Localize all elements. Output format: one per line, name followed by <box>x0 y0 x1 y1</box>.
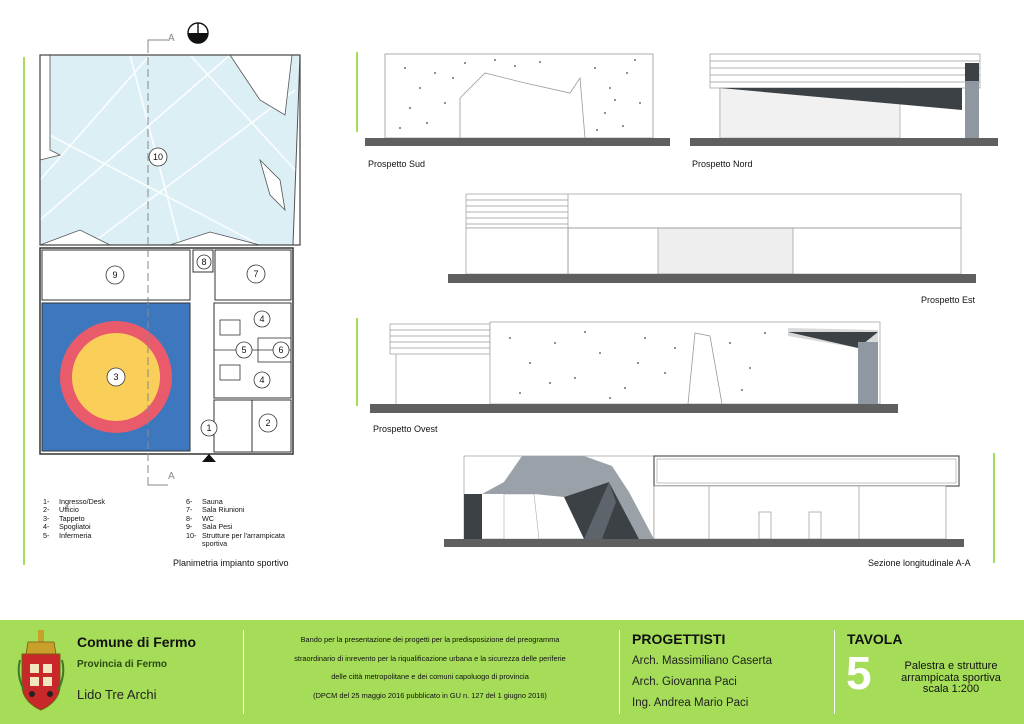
accent-line <box>993 453 995 563</box>
accent-line <box>23 57 25 565</box>
title-block <box>0 620 1024 724</box>
label-prospetto-ovest: Prospetto Ovest <box>373 424 438 434</box>
accent-line <box>356 318 358 406</box>
floor-plan <box>39 22 301 486</box>
room-number-7: 7 <box>253 269 259 279</box>
section-aa <box>444 455 964 547</box>
divider <box>834 630 835 714</box>
bando-text: Bando per la presentazione dei progetti … <box>294 635 566 700</box>
elevation-sud <box>365 53 670 146</box>
label-prospetto-est: Prospetto Est <box>921 295 976 305</box>
room-number-6: 6 <box>278 345 284 355</box>
plan-caption: Planimetria impianto sportivo <box>173 558 289 568</box>
room-number-4b: 4 <box>259 375 265 385</box>
room-number-1: 1 <box>206 423 212 433</box>
legend-left: 1-Ingresso/Desk 2-Ufficio 3-Tappeto 4-Sp… <box>43 497 105 540</box>
room-number-2: 2 <box>265 418 271 428</box>
tavola-title: TAVOLA <box>847 631 903 647</box>
section-marker-bottom: A <box>168 471 175 482</box>
room-number-3: 3 <box>113 372 119 382</box>
provincia-name: Provincia di Fermo <box>77 659 168 670</box>
label-sezione-aa: Sezione longitudinale A-A <box>868 558 971 568</box>
elevation-est <box>448 193 976 283</box>
localita-name: Lido Tre Archi <box>77 687 157 702</box>
elevation-nord <box>690 53 998 146</box>
comune-crest-icon <box>17 630 65 711</box>
room-number-10: 10 <box>152 152 163 162</box>
room-number-5: 5 <box>241 345 247 355</box>
room-number-9: 9 <box>112 270 118 280</box>
elevation-ovest <box>370 321 898 413</box>
label-prospetto-nord: Prospetto Nord <box>692 159 753 169</box>
progettisti-title: PROGETTISTI <box>632 631 726 647</box>
room-number-4: 4 <box>259 314 265 324</box>
progettista-1: Arch. Massimiliano Caserta <box>632 655 772 667</box>
tavola-number: 5 <box>846 647 872 699</box>
room-number-8: 8 <box>201 257 207 267</box>
divider <box>619 630 620 714</box>
accent-line <box>356 52 358 132</box>
section-marker-top: A <box>168 33 175 44</box>
divider <box>243 630 244 714</box>
progettista-2: Arch. Giovanna Paci <box>632 676 737 688</box>
legend-right: 6-Sauna 7-Sala Riunioni 8-WC 9-Sala Pesi… <box>186 497 285 549</box>
comune-name: Comune di Fermo <box>77 634 197 650</box>
progettista-3: Ing. Andrea Mario Paci <box>632 697 749 709</box>
tavola-description: Palestra e strutture arrampicata sportiv… <box>901 660 1001 695</box>
label-prospetto-sud: Prospetto Sud <box>368 159 426 169</box>
